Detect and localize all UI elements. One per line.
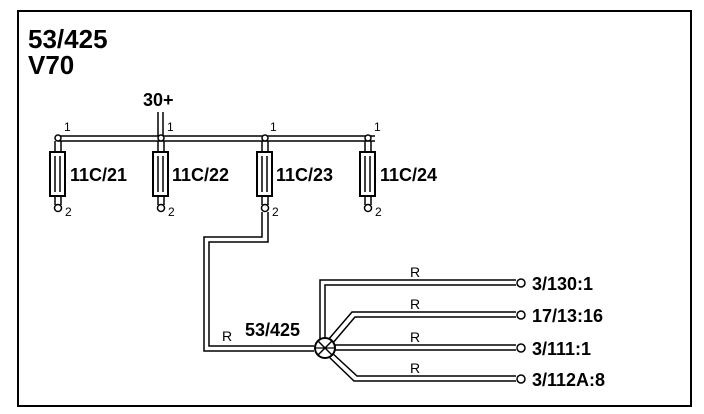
component-11c21: 1 2 11C/21 <box>49 120 127 219</box>
output-terminal-17-13-16: 17/13:16 <box>516 306 603 326</box>
terminal-marker <box>516 343 526 353</box>
output-terminal-3-130-1: 3/130:1 <box>516 274 593 294</box>
pin-bottom-label: 2 <box>168 205 175 219</box>
terminal-marker <box>516 374 526 384</box>
output-wire-color: R <box>410 360 420 376</box>
diagram-title-line2: V70 <box>28 50 74 80</box>
component-11c24: 1 2 11C/24 <box>359 120 437 219</box>
output-wire-color: R <box>410 329 420 345</box>
pin-bottom-label: 2 <box>65 205 72 219</box>
output-label: 17/13:16 <box>532 306 603 326</box>
component-body <box>256 151 273 197</box>
pin-bottom-label: 2 <box>375 205 382 219</box>
splice-label: 53/425 <box>245 320 300 340</box>
component-11c23: 1 2 11C/23 <box>256 120 333 219</box>
output-label: 3/130:1 <box>532 274 593 294</box>
pin-bottom-marker <box>363 203 373 213</box>
splice-node <box>314 337 336 359</box>
pin-top-label: 1 <box>64 120 71 134</box>
pin-top-marker <box>261 134 269 142</box>
component-body <box>49 151 66 197</box>
output-label: 3/112A:8 <box>532 370 605 390</box>
component-body <box>359 151 376 197</box>
pin-top-label: 1 <box>374 120 381 134</box>
feed-wire-color: R <box>222 328 232 344</box>
component-label: 11C/23 <box>276 165 333 185</box>
pin-top-marker <box>364 134 372 142</box>
terminal-marker <box>516 310 526 320</box>
output-wire-color: R <box>410 264 420 280</box>
pin-bottom-marker <box>260 203 270 213</box>
pin-bottom-marker <box>156 203 166 213</box>
feed-wire <box>203 212 314 352</box>
component-11c22: 1 2 11C/22 <box>152 120 229 219</box>
diagram-frame <box>17 10 692 407</box>
output-wires <box>319 279 516 382</box>
supply-label: 30+ <box>143 90 174 110</box>
output-terminal-3-111-1: 3/111:1 <box>516 339 591 359</box>
pin-bottom-label: 2 <box>272 205 279 219</box>
pin-top-label: 1 <box>270 120 277 134</box>
bus-wire <box>58 135 375 142</box>
pin-bottom-marker <box>53 203 63 213</box>
pin-top-marker <box>157 134 165 142</box>
pin-top-marker <box>54 134 62 142</box>
component-body <box>152 151 169 197</box>
pin-top-label: 1 <box>167 120 174 134</box>
supply-wire <box>157 112 164 136</box>
terminal-marker <box>516 278 526 288</box>
output-label: 3/111:1 <box>532 339 591 359</box>
component-label: 11C/21 <box>70 165 127 185</box>
component-label: 11C/24 <box>380 165 437 185</box>
diagram-title-line1: 53/425 <box>28 24 108 54</box>
output-wire-color: R <box>410 296 420 312</box>
component-label: 11C/22 <box>172 165 229 185</box>
output-terminal-3-112a-8: 3/112A:8 <box>516 370 605 390</box>
